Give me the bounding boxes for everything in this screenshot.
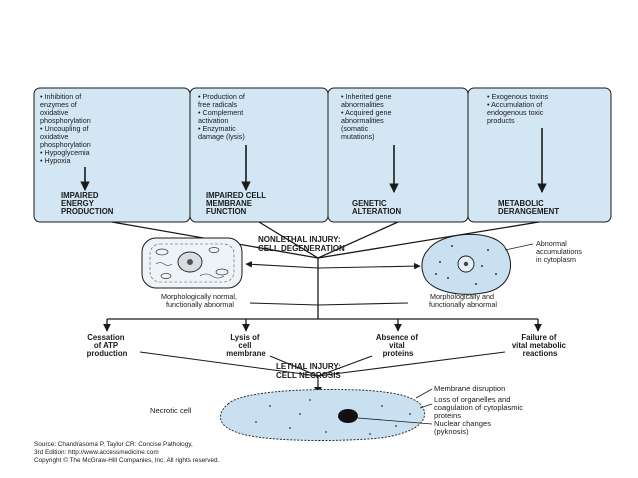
lethal-title: LETHAL INJURY: CELL NECROSIS bbox=[276, 362, 343, 380]
membrane-pointer bbox=[415, 388, 433, 399]
nonlethal-title: NONLETHAL INJURY: CELL DEGENERATION bbox=[258, 235, 345, 253]
cause-bullets-1: • Inhibition of enzymes of oxidative pho… bbox=[40, 92, 93, 165]
necrotic-cell-illustration bbox=[220, 389, 425, 441]
source-line-3: Copyright © The McGraw-Hill Companies, I… bbox=[34, 456, 220, 464]
nuclear-pointer bbox=[357, 417, 433, 425]
abnormal-cell-illustration bbox=[421, 233, 512, 295]
necrotic-cell-label: Necrotic cell bbox=[150, 406, 192, 415]
outcome-label-3: Absence of vital proteins bbox=[376, 333, 420, 358]
membrane-disruption-label: Membrane disruption bbox=[434, 384, 505, 393]
abnormal-cell-caption: Morphologically and functionally abnorma… bbox=[429, 292, 497, 309]
organelle-loss-label: Loss of organelles and coagulation of cy… bbox=[434, 395, 525, 420]
source-line-1: Source: Chandrasoma P, Taylor CR: Concis… bbox=[34, 441, 193, 448]
nuclear-changes-label: Nuclear changes (pyknosis) bbox=[434, 419, 493, 436]
cause-panel-4 bbox=[467, 87, 612, 223]
cause-bullets-4: • Exogenous toxins • Accumulation of end… bbox=[487, 92, 550, 125]
abnormal-accumulations-label: Abnormal accumulations in cytoplasm bbox=[536, 239, 584, 264]
cause-bullets-3: • Inherited gene abnormalities • Acquire… bbox=[341, 92, 393, 141]
organelles-pointer bbox=[419, 403, 433, 409]
normal-cell-illustration bbox=[141, 237, 243, 289]
cause-result-4: METABOLIC DERANGEMENT bbox=[498, 199, 559, 216]
normal-caption-to-center bbox=[249, 302, 319, 306]
outcome-converging-lines bbox=[139, 351, 506, 377]
cause-panels bbox=[33, 87, 612, 223]
outcome-label-4: Failure of vital metabolic reactions bbox=[512, 333, 568, 358]
abnormal-caption-to-center bbox=[317, 302, 409, 306]
stem-to-normal-cell bbox=[245, 261, 319, 269]
cause-bullets-2: • Production of free radicals • Compleme… bbox=[198, 92, 247, 141]
normal-cell-caption: Morphologically normal, functionally abn… bbox=[161, 292, 239, 309]
cause-result-1: IMPAIRED ENERGY PRODUCTION bbox=[61, 191, 114, 216]
stem-to-abnormal-cell bbox=[317, 262, 421, 270]
outcome-label-1: Cessation of ATP production bbox=[87, 333, 128, 358]
abnormal-label-pointer bbox=[504, 243, 534, 251]
source-line-2: 3rd Edition: http://www.accessmedicine.c… bbox=[34, 449, 159, 456]
outcome-label-2: Lysis of cell membrane bbox=[226, 333, 266, 358]
cause-result-2: IMPAIRED CELL MEMBRANE FUNCTION bbox=[206, 191, 268, 216]
cause-result-3: GENETIC ALTERATION bbox=[352, 199, 401, 216]
